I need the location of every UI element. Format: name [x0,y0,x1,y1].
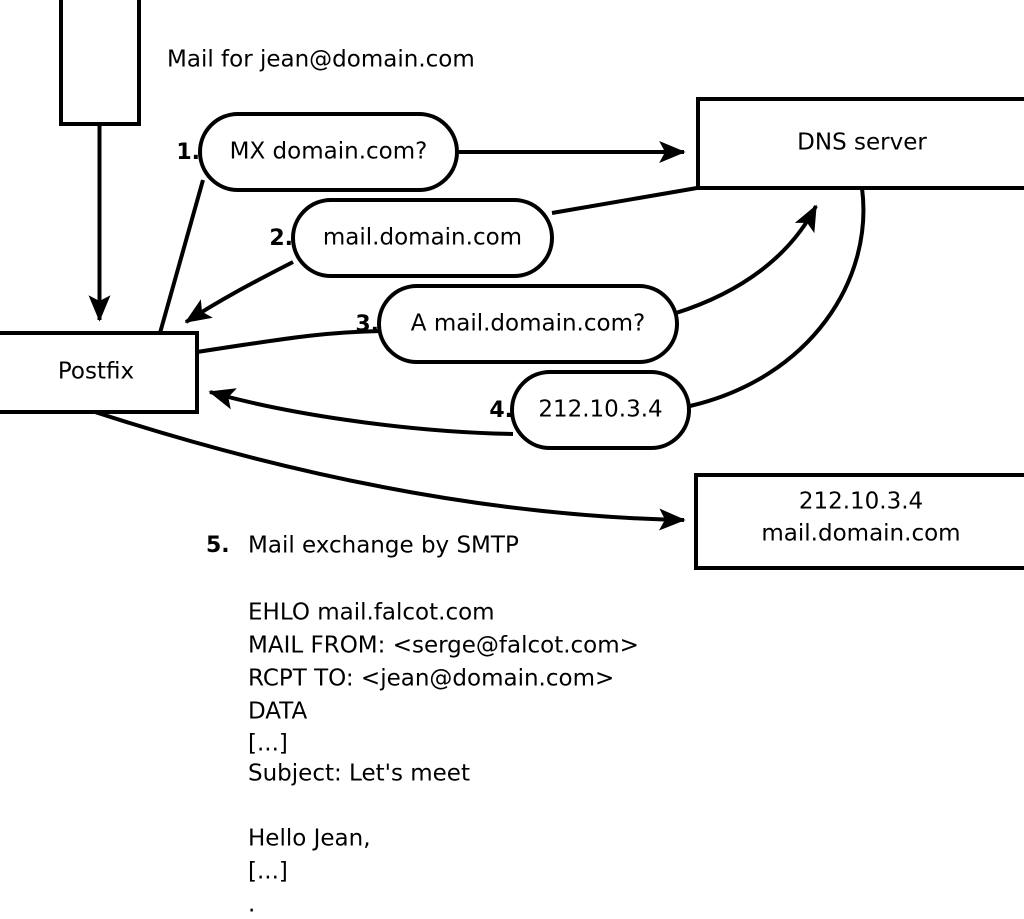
edge-postfix-to-a-query [196,329,382,354]
node-postfix [0,331,199,414]
edge-postfix-to-remote-mx [94,410,686,531]
transcript-line: [...] [248,731,288,757]
bubble-step-4-label: 212.10.3.4 [538,397,662,423]
transcript-line: RCPT TO: <jean@domain.com> [248,666,614,692]
edge-a-answer-to-postfix [208,388,514,436]
step-number-5: 5. [206,533,230,558]
edge-a-query-to-dns [675,204,818,315]
step-5-label: Mail exchange by SMTP [248,533,519,559]
transcript-line: [...] [248,859,288,885]
caption-mail-for: Mail for jean@domain.com [167,47,475,73]
bubble-step-3-label: A mail.domain.com? [411,311,645,337]
bubble-step-1 [198,112,459,192]
node-postfix-label: Postfix [58,359,134,385]
edge-dns-to-a-answer [689,187,866,408]
edge-dns-to-mx-answer [551,186,698,215]
node-dns-server [696,97,1024,190]
step-number-1: 1. [176,140,200,165]
bubble-step-2-label: mail.domain.com [323,225,522,251]
node-remote-mail-exchanger-host: mail.domain.com [761,521,960,547]
bubble-step-4 [510,370,691,450]
edge-mx-answer-to-postfix [184,260,294,324]
transcript-line: . [248,892,255,918]
transcript-line: Subject: Let's meet [248,761,470,787]
step-number-3: 3. [355,312,379,337]
bubble-step-1-label: MX domain.com? [230,139,428,165]
smtp-transcript: EHLO mail.falcot.com MAIL FROM: <serge@f… [248,600,639,918]
transcript-line: DATA [248,699,308,725]
transcript-line: Hello Jean, [248,826,371,852]
node-dns-server-label: DNS server [797,130,927,156]
transcript-line: EHLO mail.falcot.com [248,600,495,626]
step-number-4: 4. [489,398,513,423]
node-mail-client [59,0,141,126]
bubble-step-3 [377,284,679,364]
node-remote-mail-exchanger-ip: 212.10.3.4 [799,489,923,515]
edge-postfix-to-mx-query [158,179,205,334]
transcript-line: MAIL FROM: <serge@falcot.com> [248,633,639,659]
bubble-step-2 [291,198,554,278]
step-number-2: 2. [269,226,293,251]
node-remote-mail-exchanger [694,473,1024,570]
